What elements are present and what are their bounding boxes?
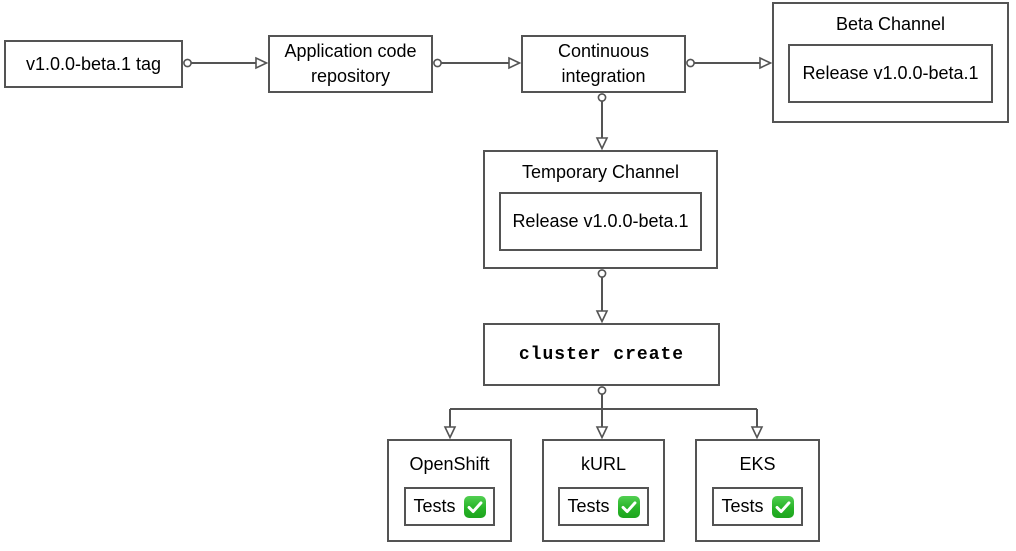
edge-ci-to-beta-channel <box>686 56 773 70</box>
beta-channel-release-label: Release v1.0.0-beta.1 <box>802 63 979 83</box>
eks-title: EKS <box>739 453 776 474</box>
beta-channel-release-box: Release v1.0.0-beta.1 <box>788 44 993 103</box>
node-version-tag: v1.0.0-beta.1 tag <box>4 40 183 88</box>
temporary-channel-title: Temporary Channel <box>521 161 680 182</box>
edge-repository-to-ci <box>433 56 522 70</box>
node-beta-channel: Beta Channel Release v1.0.0-beta.1 <box>772 2 1009 123</box>
eks-tests-box: Tests <box>712 487 803 526</box>
node-kurl: kURL Tests <box>542 439 665 542</box>
kurl-title: kURL <box>580 453 626 474</box>
eks-tests-label: Tests <box>721 496 764 516</box>
node-continuous-integration: Continuous integration <box>521 35 686 93</box>
openshift-tests-box: Tests <box>404 487 495 526</box>
node-application-code-repository: Application code repository <box>268 35 433 93</box>
version-tag-label: v1.0.0-beta.1 tag <box>25 53 162 74</box>
cluster-create-label: cluster create <box>518 344 685 365</box>
temporary-channel-release-box: Release v1.0.0-beta.1 <box>499 192 702 251</box>
check-icon <box>463 495 486 518</box>
check-icon <box>617 495 640 518</box>
node-openshift: OpenShift Tests <box>387 439 512 542</box>
node-cluster-create: cluster create <box>483 323 720 386</box>
beta-channel-title: Beta Channel <box>835 13 946 34</box>
continuous-integration-label: Continuous integration <box>557 41 650 86</box>
edge-temporary-channel-to-cluster-create <box>595 269 609 324</box>
edge-ci-to-temporary-channel <box>595 93 609 151</box>
edge-tag-to-repository <box>183 56 269 70</box>
application-code-repository-label: Application code repository <box>284 41 417 86</box>
temporary-channel-release-label: Release v1.0.0-beta.1 <box>512 211 689 231</box>
kurl-tests-label: Tests <box>567 496 610 516</box>
openshift-tests-label: Tests <box>413 496 456 516</box>
node-temporary-channel: Temporary Channel Release v1.0.0-beta.1 <box>483 150 718 269</box>
openshift-title: OpenShift <box>409 453 490 474</box>
check-icon <box>771 495 794 518</box>
kurl-tests-box: Tests <box>558 487 649 526</box>
node-eks: EKS Tests <box>695 439 820 542</box>
edge-cluster-create-to-platforms <box>443 386 764 440</box>
